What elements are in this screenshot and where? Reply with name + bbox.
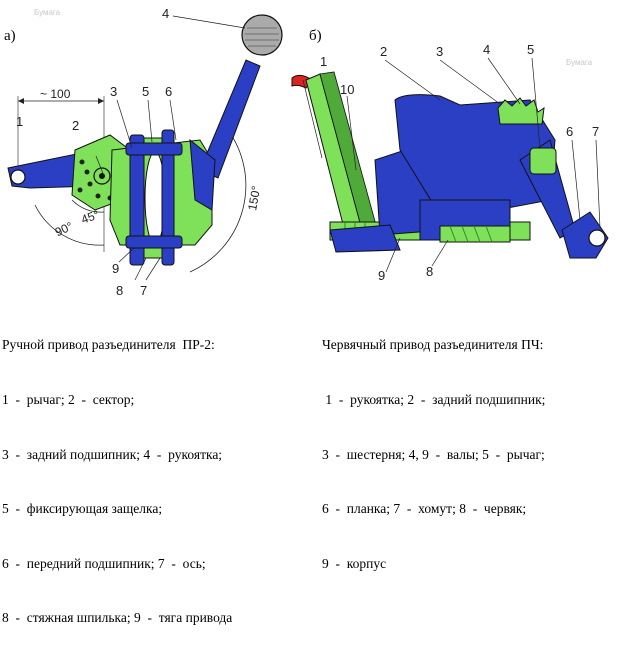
- callout-right-4: 4: [483, 42, 490, 57]
- callout-right-2: 2: [380, 44, 387, 59]
- caption-worm-line: 1 - рукоятка; 2 - задний подшипник;: [322, 392, 546, 408]
- callout-left-3: 3: [110, 84, 117, 99]
- angle-90-label: 90°: [53, 219, 76, 239]
- watermark-right: Бумага: [566, 58, 593, 67]
- gear-3: [497, 97, 545, 125]
- callout-right-9: 9: [378, 268, 385, 283]
- caption-manual-line: 8 - стяжная шпилька; 9 - тяга привода: [2, 610, 233, 626]
- lever-eye: [10, 169, 26, 185]
- plank-6: [529, 147, 557, 175]
- callout-right-1: 1: [320, 54, 327, 69]
- callout-left-9: 9: [112, 261, 119, 276]
- manual-drive-diagram: ~ 100 90° 45° 150°: [7, 6, 283, 298]
- angle-45-label: 45°: [79, 207, 101, 226]
- callout-right-10: 10: [340, 82, 354, 97]
- worm-8: [439, 225, 511, 243]
- angle-150-label: 150°: [245, 185, 263, 212]
- callout-right-7: 7: [592, 124, 599, 139]
- drive-rod-9: [161, 129, 175, 266]
- panel-label-b: б): [309, 28, 322, 44]
- tie-stud-8: [129, 134, 145, 266]
- caption-worm-drive: Червячный привод разъединителя ПЧ: 1 - р…: [322, 300, 545, 591]
- worm-drive-diagram: 1 10 2 3 4 5 6 7 9 8: [291, 42, 609, 283]
- caption-worm-line: 6 - планка; 7 - хомут; 8 - червяк;: [322, 501, 527, 517]
- arc-150: [189, 129, 247, 273]
- arc-90: [34, 204, 105, 246]
- drive-diagrams: ~ 100 90° 45° 150°: [7, 6, 609, 298]
- callout-left-6: 6: [165, 84, 172, 99]
- callout-right-6: 6: [566, 124, 573, 139]
- callout-left-4: 4: [162, 6, 169, 21]
- caption-manual-line: 6 - передний подшипник; 7 - ось;: [2, 555, 206, 571]
- caption-worm-title: Червячный привод разъединителя ПЧ:: [322, 337, 544, 353]
- caption-worm-line: 9 - корпус: [322, 555, 387, 571]
- latch-5: [189, 138, 216, 211]
- clamp-base: [329, 224, 401, 253]
- arc-45: [71, 199, 105, 213]
- callout-left-7: 7: [140, 283, 147, 298]
- handle-knob: [241, 14, 283, 56]
- caption-manual-drive: Ручной привод разъединителя ПР-2: 1 - ры…: [2, 300, 232, 646]
- callout-right-3: 3: [436, 44, 443, 59]
- caption-manual-title: Ручной привод разъединителя ПР-2:: [2, 337, 215, 353]
- caption-manual-line: 5 - фиксирующая защелка;: [2, 501, 163, 517]
- callout-left-5: 5: [142, 84, 149, 99]
- panel-label-a: а): [4, 28, 16, 44]
- caption-manual-line: 1 - рычаг; 2 - сектор;: [2, 392, 135, 408]
- callout-right-5: 5: [527, 42, 534, 57]
- callout-left-2: 2: [72, 118, 79, 133]
- caption-manual-line: 3 - задний подшипник; 4 - рукоятка;: [2, 446, 223, 462]
- dim-length-label: ~ 100: [40, 87, 71, 101]
- callout-left-1: 1: [16, 114, 23, 129]
- callout-left-8: 8: [116, 283, 123, 298]
- callout-right-8: 8: [426, 264, 433, 279]
- caption-worm-line: 3 - шестерня; 4, 9 - валы; 5 - рычаг;: [322, 446, 545, 462]
- watermark-left: Бумага: [34, 8, 61, 17]
